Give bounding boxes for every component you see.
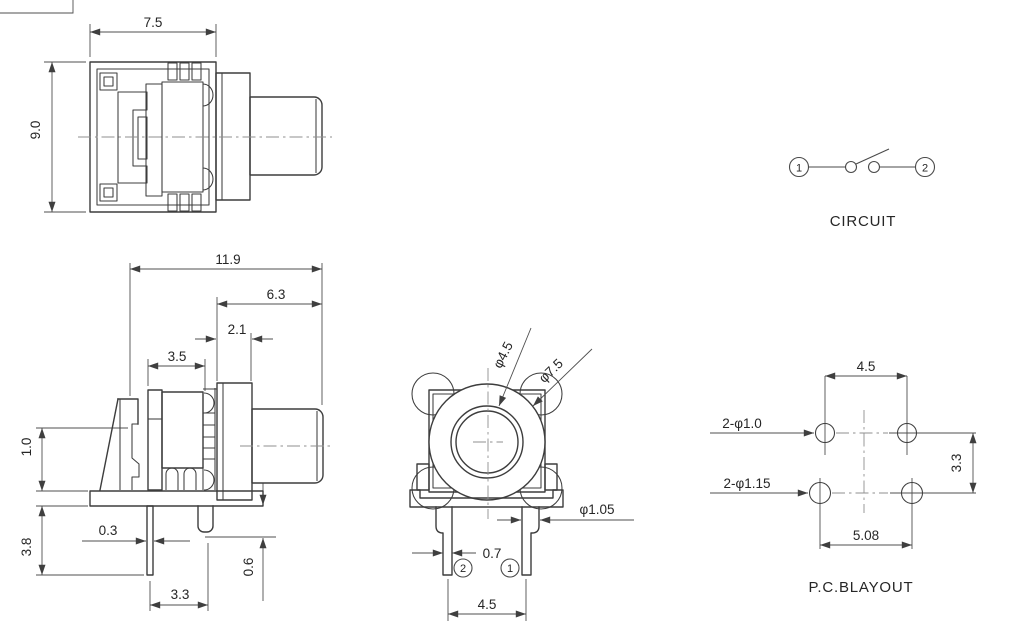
- terminal-1-number: 1: [796, 163, 802, 175]
- dim-standoff: 1.0: [19, 438, 34, 457]
- circuit-caption: CIRCUIT: [830, 213, 896, 230]
- switch-lever: [855, 148, 890, 165]
- dim-plunger-dia: φ4.5: [490, 339, 516, 370]
- bottom-view: φ4.5 φ7.5 φ1.05 0.7 2 1 4.5: [409, 327, 634, 621]
- dim-body-depth: 3.5: [168, 349, 187, 364]
- pin-1: [521, 506, 540, 576]
- dim-pin-spacing: 3.3: [171, 587, 190, 602]
- dim-pin-width: 0.7: [483, 546, 502, 561]
- hole-bottom-left: [808, 481, 832, 505]
- plunger-inner: [455, 410, 519, 474]
- dim-stub: 0.6: [241, 558, 256, 577]
- terminal-2-number: 2: [922, 163, 928, 175]
- shaft-front: [249, 96, 323, 176]
- hole-top-right: [896, 422, 918, 444]
- dim-bottom-pitch: 5.08: [853, 528, 879, 543]
- collar-front: [215, 72, 251, 201]
- dim-front-width: 7.5: [144, 15, 163, 30]
- switch-body-front: [89, 61, 323, 213]
- spec-bottom-holes: 2-φ1.15: [723, 476, 770, 491]
- dim-top-pitch: 4.5: [857, 359, 876, 374]
- dim-pin-thickness: 0.3: [99, 523, 118, 538]
- dim-shaft-depth: 6.3: [267, 287, 286, 302]
- terminal-2-circle: [914, 156, 936, 178]
- contact-circle: [844, 160, 858, 174]
- dim-pin-dia: φ1.05: [579, 502, 614, 517]
- collar-side: [216, 382, 253, 501]
- base-plate-bottom: [409, 489, 564, 508]
- hole-top-left: [814, 422, 836, 444]
- pin-side: [146, 505, 154, 576]
- switch-body-bottom: [409, 372, 564, 576]
- dim-pin-pitch: 4.5: [478, 597, 497, 612]
- base-plate-side: [89, 490, 264, 507]
- frame-corner: [0, 0, 74, 14]
- spec-top-holes: 2-φ1.0: [722, 416, 762, 431]
- circuit-diagram: 1 2 CIRCUIT: [788, 148, 936, 230]
- cap-circle: [428, 383, 546, 501]
- dim-row-pitch: 3.3: [949, 454, 964, 473]
- dim-cap-dia: φ7.5: [536, 356, 566, 386]
- dim-front-height: 9.0: [28, 121, 43, 140]
- hole-bottom-right: [900, 481, 924, 505]
- dim-pin-length: 3.8: [19, 538, 34, 557]
- pin-1-badge: [500, 558, 520, 578]
- switch-body-side: [89, 382, 324, 576]
- pcb-layout: 2-φ1.0 2-φ1.15 4.5 3.3 5.08 P.C.BLAYOUT: [710, 359, 977, 596]
- pin-1-number: 1: [507, 563, 513, 575]
- shaft-side: [251, 408, 324, 484]
- pin-2-number: 2: [460, 563, 466, 575]
- dim-collar-depth: 2.1: [228, 322, 247, 337]
- pin-2: [435, 506, 453, 576]
- front-view: 7.5 9.0: [28, 15, 332, 213]
- pcb-caption: P.C.BLAYOUT: [809, 579, 914, 596]
- side-view: 11.9 6.3 2.1 3.5 1.0 3.8 0.3 0.6 3.3: [19, 252, 333, 611]
- contact-circle: [867, 160, 881, 174]
- pin-stub-side: [197, 505, 214, 533]
- plunger-outer: [450, 405, 524, 479]
- dim-overall-depth: 11.9: [215, 252, 240, 267]
- pin-2-badge: [453, 558, 473, 578]
